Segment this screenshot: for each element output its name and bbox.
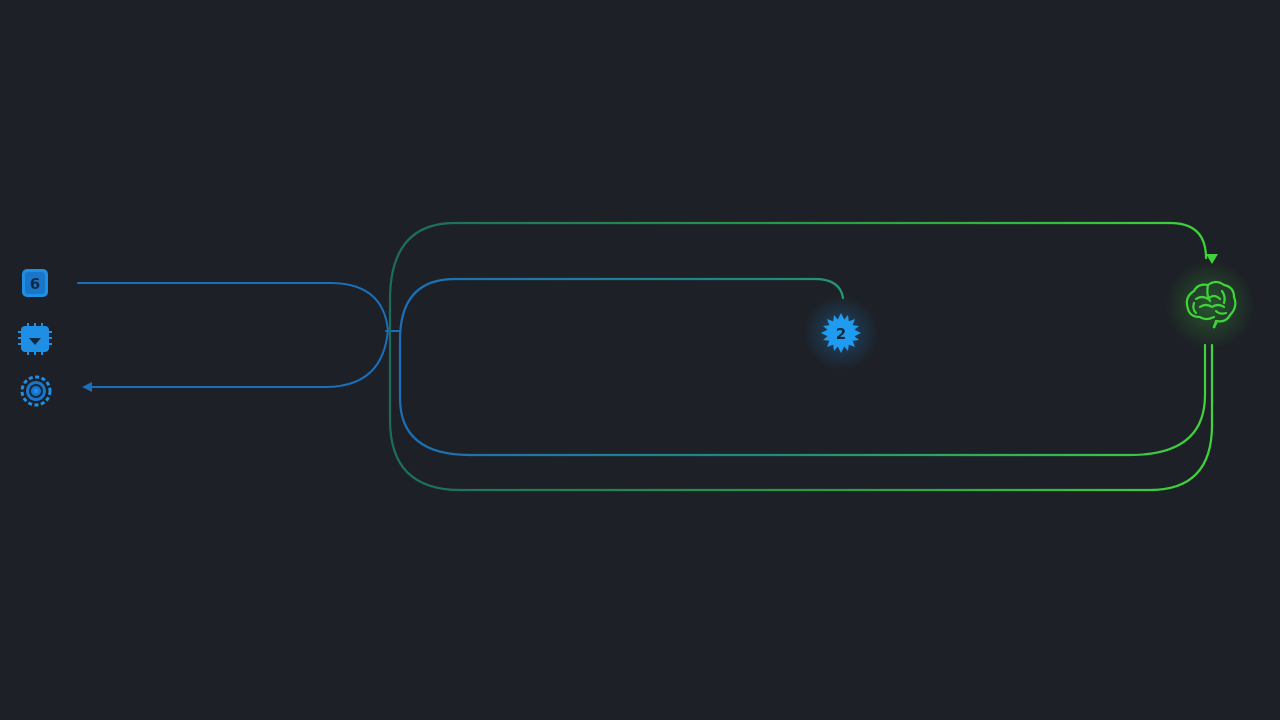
- brain-icon[interactable]: [1185, 280, 1237, 329]
- arrow-head-left: [82, 382, 92, 392]
- hub-glyph: 2: [836, 325, 846, 343]
- arrow-head-outer: [1206, 254, 1218, 264]
- inner-loop: [398, 277, 1207, 457]
- gear-icon-left[interactable]: [20, 375, 52, 407]
- connector-bottom-left: [91, 329, 389, 388]
- outer-loop: [388, 221, 1214, 492]
- connector-top-left: [77, 282, 389, 331]
- chip-icon[interactable]: [18, 323, 52, 355]
- hub-gear-icon[interactable]: 2: [821, 313, 861, 353]
- logo-badge-icon[interactable]: 6: [22, 269, 48, 297]
- logo-badge-glyph: 6: [30, 275, 40, 293]
